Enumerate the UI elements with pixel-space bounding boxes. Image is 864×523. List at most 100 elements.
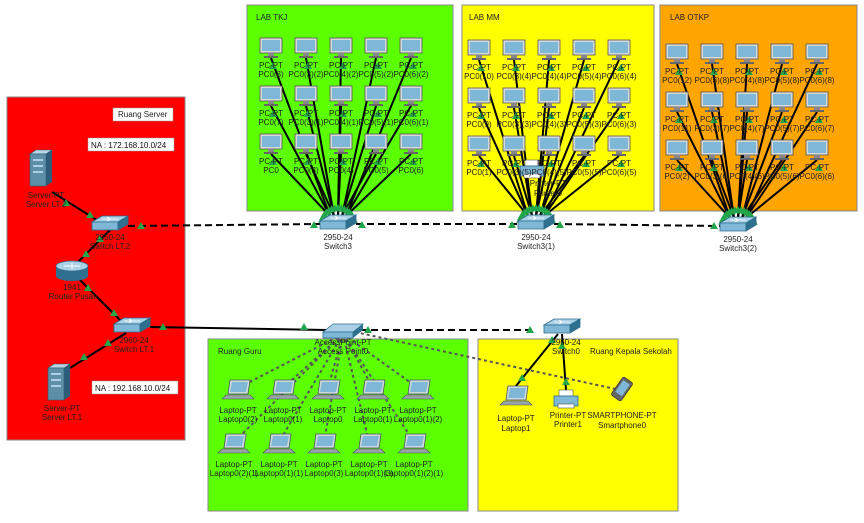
pc-model: PC-PT xyxy=(770,115,794,124)
server-lt2-icon[interactable] xyxy=(29,149,53,187)
pc-icon[interactable] xyxy=(735,139,759,160)
server-lt1-model: Server-PT xyxy=(44,404,81,413)
pc-icon[interactable] xyxy=(467,39,491,60)
laptop-icon[interactable] xyxy=(401,379,435,400)
lab-switch-2-icon[interactable] xyxy=(718,216,758,232)
mm-printer-icon[interactable] xyxy=(519,159,545,179)
pc-icon[interactable] xyxy=(805,91,829,112)
link-light-icon xyxy=(137,222,145,229)
laptop-icon[interactable] xyxy=(307,433,341,454)
pc-icon[interactable] xyxy=(700,91,724,112)
switch0-icon[interactable] xyxy=(542,318,582,334)
laptop-icon[interactable] xyxy=(352,433,386,454)
link-light-icon xyxy=(84,284,92,291)
pc-icon[interactable] xyxy=(399,37,423,58)
pc-icon[interactable] xyxy=(572,87,596,108)
pc-icon[interactable] xyxy=(805,43,829,64)
kepala-laptop-icon[interactable] xyxy=(499,385,533,406)
link-light-icon xyxy=(110,309,118,316)
lab-switch-model: 2950-24 xyxy=(723,235,753,244)
access-point-model: AccessPoint-PT xyxy=(315,338,372,347)
laptop-icon[interactable] xyxy=(311,379,345,400)
laptop-icon[interactable] xyxy=(266,379,300,400)
pc-icon[interactable] xyxy=(770,43,794,64)
pc-icon[interactable] xyxy=(329,85,353,106)
pc-icon[interactable] xyxy=(467,87,491,108)
pc-icon[interactable] xyxy=(665,43,689,64)
pc-model: PC-PT xyxy=(805,67,829,76)
switch-lt1-icon[interactable] xyxy=(112,317,152,333)
pc-model: PC-PT xyxy=(607,111,631,120)
pc-icon[interactable] xyxy=(665,139,689,160)
link-light-icon xyxy=(548,336,556,343)
pc-name: PC0(6)(2) xyxy=(393,70,428,79)
laptop-icon[interactable] xyxy=(356,379,390,400)
pc-icon[interactable] xyxy=(294,37,318,58)
pc-icon[interactable] xyxy=(259,37,283,58)
pc-cable xyxy=(737,159,748,219)
pc-icon[interactable] xyxy=(537,135,561,156)
pc-icon[interactable] xyxy=(700,139,724,160)
pc-icon[interactable] xyxy=(572,39,596,60)
kepala-smartphone-name: Smartphone0 xyxy=(598,421,647,430)
pc-name: PC0(6)(4) xyxy=(601,72,636,81)
pc-icon[interactable] xyxy=(329,37,353,58)
pc-icon[interactable] xyxy=(364,37,388,58)
laptop-model: Laptop-PT xyxy=(260,460,297,469)
router-pusat-icon[interactable] xyxy=(55,260,89,281)
laptop-model: Laptop-PT xyxy=(215,460,252,469)
link-light-icon xyxy=(409,158,417,165)
pc-icon[interactable] xyxy=(502,39,526,60)
pc-icon[interactable] xyxy=(399,85,423,106)
pc-cable xyxy=(741,111,783,219)
pc-icon[interactable] xyxy=(665,91,689,112)
laptop-icon[interactable] xyxy=(397,433,431,454)
lab-switch-1-icon[interactable] xyxy=(516,214,556,230)
laptop-icon[interactable] xyxy=(221,379,255,400)
pc-icon[interactable] xyxy=(364,133,388,154)
pc-icon[interactable] xyxy=(399,133,423,154)
pc-icon[interactable] xyxy=(735,91,759,112)
pc-icon[interactable] xyxy=(805,139,829,160)
pc-model: PC-PT xyxy=(259,61,283,70)
switch-lt2-icon[interactable] xyxy=(90,215,130,231)
pc-icon[interactable] xyxy=(607,39,631,60)
kepala-smartphone-icon[interactable] xyxy=(611,376,633,402)
access-point-name: Access Point0 xyxy=(318,347,369,356)
laptop-icon[interactable] xyxy=(217,433,251,454)
pc-icon[interactable] xyxy=(770,139,794,160)
pc-icon[interactable] xyxy=(572,135,596,156)
pc-model: PC-PT xyxy=(294,109,318,118)
pc-icon[interactable] xyxy=(259,133,283,154)
pc-model: PC-PT xyxy=(294,157,318,166)
pc-icon[interactable] xyxy=(735,43,759,64)
pc-icon[interactable] xyxy=(537,39,561,60)
pc-icon[interactable] xyxy=(294,85,318,106)
zone-guru[interactable] xyxy=(207,338,469,512)
zone-kepala[interactable] xyxy=(477,338,679,512)
pc-icon[interactable] xyxy=(364,85,388,106)
laptop-icon[interactable] xyxy=(262,433,296,454)
pc-icon[interactable] xyxy=(537,87,561,108)
link-light-icon xyxy=(477,64,485,71)
network-address-label: NA : 172.168.10.0/24 xyxy=(91,141,167,150)
pc-icon[interactable] xyxy=(502,135,526,156)
wireless-link xyxy=(342,333,374,389)
pc-name: PC0(6)(3) xyxy=(601,120,636,129)
pc-name: PC0(6)(6) xyxy=(799,172,834,181)
pc-icon[interactable] xyxy=(502,87,526,108)
access-point-icon[interactable] xyxy=(321,323,365,339)
lab-switch-0-icon[interactable] xyxy=(318,214,358,230)
pc-icon[interactable] xyxy=(607,87,631,108)
pc-model: PC-PT xyxy=(467,111,491,120)
pc-icon[interactable] xyxy=(329,133,353,154)
kepala-printer-icon[interactable] xyxy=(553,389,579,409)
pc-icon[interactable] xyxy=(607,135,631,156)
pc-icon[interactable] xyxy=(259,85,283,106)
pc-icon[interactable] xyxy=(700,43,724,64)
pc-icon[interactable] xyxy=(770,91,794,112)
pc-icon[interactable] xyxy=(467,135,491,156)
pc-icon[interactable] xyxy=(294,133,318,154)
server-lt1-icon[interactable] xyxy=(47,363,71,401)
